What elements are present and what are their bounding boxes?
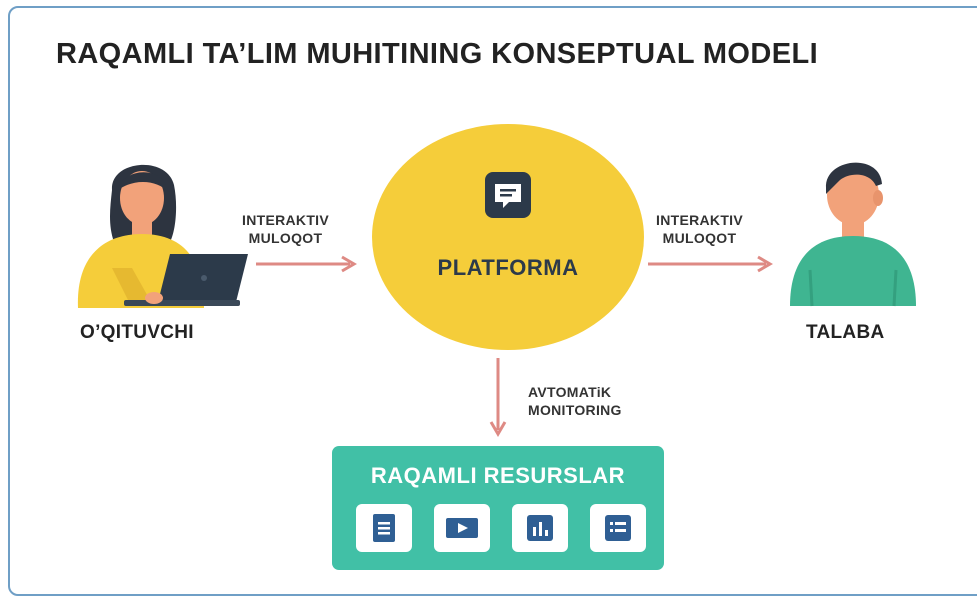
video-play-icon: [434, 504, 490, 552]
diagram-title: RAQAMLI TA’LIM MUHITINING KONSEPTUAL MOD…: [56, 38, 819, 70]
teacher-icon: [77, 164, 248, 308]
down-arrow-label: AVTOMATiK MONITORING: [528, 384, 622, 418]
bar-chart-icon: [512, 504, 568, 552]
arrow-teacher-to-platform: [256, 255, 357, 273]
chat-bubble-icon: [485, 172, 531, 218]
list-icon: [590, 504, 646, 552]
student-icon: [790, 162, 916, 307]
student-label: TALABA: [806, 322, 885, 343]
resources-title: RAQAMLI RESURSLAR: [370, 463, 626, 488]
right-arrow-label: INTERAKTIV MULOQOT: [656, 212, 743, 246]
arrow-platform-to-student: [648, 255, 773, 273]
document-icon: [356, 504, 412, 552]
left-arrow-label: INTERAKTIV MULOQOT: [242, 212, 329, 246]
digital-resources-box: RAQAMLI RESURSLAR: [332, 446, 664, 570]
arrow-platform-to-resources: [489, 358, 507, 437]
platform-label: PLATFORMA: [437, 255, 579, 280]
teacher-label: O’QITUVCHI: [80, 322, 194, 343]
platform-node: PLATFORMA: [372, 124, 644, 350]
